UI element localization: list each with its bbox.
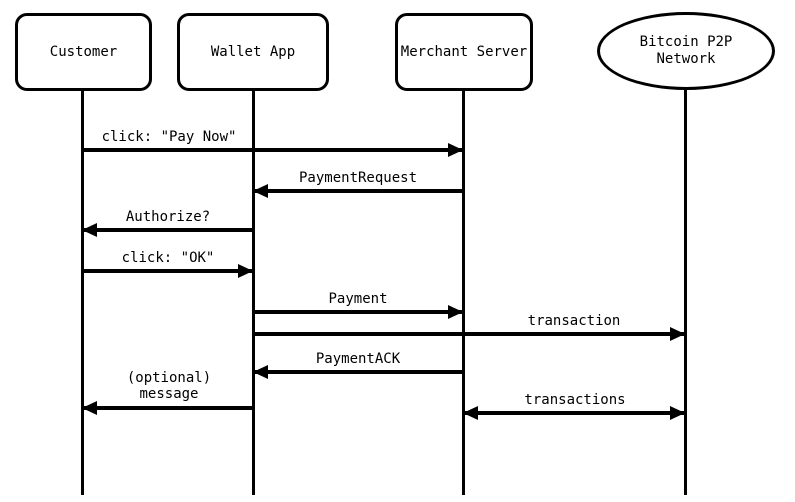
- message-pay-now-line: [82, 148, 463, 152]
- actor-customer: Customer: [15, 13, 152, 91]
- arrowhead-right-icon: [238, 264, 253, 278]
- arrowhead-left-icon: [253, 184, 268, 198]
- arrowhead-right-icon: [670, 406, 685, 420]
- lifeline-merchant-server: [462, 90, 465, 495]
- arrowhead-right-icon: [448, 305, 463, 319]
- message-transactions-line: [463, 411, 685, 415]
- lifeline-bitcoin-p2p-network: [684, 90, 687, 495]
- message-payment-ack-label: PaymentACK: [315, 351, 401, 367]
- message-payment-request-label: PaymentRequest: [298, 170, 418, 186]
- message-payment-request-line: [253, 189, 463, 193]
- actor-wallet-app: Wallet App: [177, 13, 329, 91]
- message-transaction-line: [253, 332, 685, 336]
- message-pay-now-label: click: "Pay Now": [101, 129, 237, 145]
- arrowhead-right-icon: [448, 143, 463, 157]
- actor-customer-label: Customer: [49, 43, 118, 60]
- actor-wallet-app-label: Wallet App: [210, 43, 296, 60]
- arrowhead-right-icon: [670, 327, 685, 341]
- arrowhead-left-icon: [253, 365, 268, 379]
- message-payment-line: [253, 310, 463, 314]
- message-transactions-label: transactions: [524, 392, 626, 408]
- message-optional-message-label: (optional) message: [126, 370, 212, 402]
- message-optional-message-line: [82, 406, 253, 410]
- message-click-ok-label: click: "OK": [121, 250, 215, 266]
- actor-merchant-server: Merchant Server: [395, 13, 533, 91]
- message-payment-ack-line: [253, 370, 463, 374]
- actor-merchant-server-label: Merchant Server: [400, 43, 528, 60]
- arrowhead-left-icon: [463, 406, 478, 420]
- message-click-ok-line: [82, 269, 253, 273]
- lifeline-wallet-app: [252, 90, 255, 495]
- message-payment-label: Payment: [328, 291, 388, 307]
- message-authorize-line: [82, 228, 253, 232]
- message-transaction-label: transaction: [527, 313, 621, 329]
- lifeline-customer: [81, 90, 84, 495]
- message-authorize-label: Authorize?: [125, 209, 211, 225]
- actor-bitcoin-p2p-network: Bitcoin P2P Network: [597, 12, 775, 90]
- arrowhead-left-icon: [82, 401, 97, 415]
- actor-bitcoin-p2p-network-label: Bitcoin P2P Network: [639, 34, 733, 67]
- arrowhead-left-icon: [82, 223, 97, 237]
